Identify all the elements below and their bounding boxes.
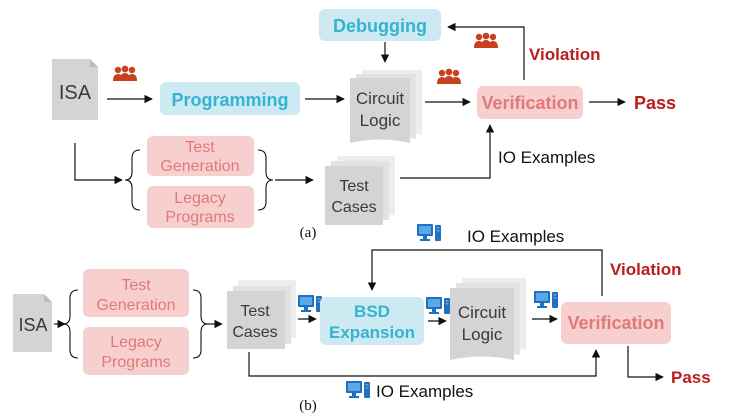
legacy-label-b-2: Programs bbox=[101, 354, 170, 371]
io-examples-top-label: IO Examples bbox=[467, 227, 564, 246]
arrow-isa-tests bbox=[74, 143, 123, 185]
verification-box-b bbox=[561, 302, 671, 344]
arrow-verification-pass-b bbox=[627, 346, 664, 382]
arrow-violation-bsd bbox=[367, 249, 603, 296]
violation-label-b: Violation bbox=[610, 260, 681, 279]
programming-box bbox=[160, 82, 300, 115]
test-cases-label-a-2: Cases bbox=[331, 199, 376, 216]
test-generation-label-b-1: Test bbox=[121, 277, 151, 294]
arrow-testcases-verification-a bbox=[400, 124, 495, 179]
violation-label-a: Violation bbox=[529, 45, 600, 64]
panel-a: ISA Programming Debugging Circuit Logic bbox=[52, 9, 676, 241]
test-cases-label-b-1: Test bbox=[240, 303, 270, 320]
isa-label-a: ISA bbox=[59, 82, 92, 104]
right-brace-b bbox=[192, 289, 209, 359]
test-cases-label-a-1: Test bbox=[339, 178, 369, 195]
test-generation-box-b bbox=[83, 269, 189, 317]
test-cases-stack-b: Test Cases bbox=[227, 280, 296, 349]
left-brace-b bbox=[62, 289, 79, 359]
computer-icon bbox=[346, 381, 370, 398]
test-generation-label-a-1: Test bbox=[185, 139, 215, 156]
panel-b: ISA Test Generation Legacy Programs Test… bbox=[13, 224, 711, 414]
debugging-box bbox=[319, 9, 441, 41]
isa-doc-b: ISA bbox=[13, 294, 52, 352]
verification-label-a: Verification bbox=[481, 93, 578, 113]
computer-icon bbox=[426, 297, 450, 314]
caption-b: (b) bbox=[299, 398, 317, 414]
legacy-programs-box-b bbox=[83, 327, 189, 375]
verification-label-b: Verification bbox=[567, 313, 664, 333]
debugging-label: Debugging bbox=[333, 16, 427, 36]
legacy-label-a-1: Legacy bbox=[174, 190, 226, 207]
bsd-label-2: Expansion bbox=[329, 323, 415, 342]
pass-label-a: Pass bbox=[634, 93, 676, 113]
right-brace-a bbox=[257, 149, 274, 211]
verification-box-a bbox=[477, 86, 583, 119]
left-brace-a bbox=[124, 149, 141, 211]
arrow-testcases-verification-b bbox=[248, 349, 601, 377]
circuit-label-b-1: Circuit bbox=[458, 303, 506, 322]
circuit-label-a-2: Logic bbox=[360, 111, 401, 130]
circuit-logic-stack-a: Circuit Logic bbox=[350, 70, 422, 143]
circuit-label-b-2: Logic bbox=[462, 325, 503, 344]
io-examples-bottom-label: IO Examples bbox=[376, 382, 473, 401]
human-team-icon bbox=[437, 68, 461, 84]
circuit-logic-stack-b: Circuit Logic bbox=[450, 278, 526, 360]
programming-label: Programming bbox=[171, 90, 288, 110]
circuit-label-a-1: Circuit bbox=[356, 89, 404, 108]
io-examples-label-a: IO Examples bbox=[498, 148, 595, 167]
pass-label-b: Pass bbox=[671, 368, 711, 387]
legacy-label-a-2: Programs bbox=[165, 209, 234, 226]
human-team-icon bbox=[474, 32, 498, 48]
computer-icon bbox=[417, 224, 441, 241]
test-generation-label-b-2: Generation bbox=[96, 297, 175, 314]
human-team-icon bbox=[113, 65, 137, 81]
test-cases-label-b-2: Cases bbox=[232, 324, 277, 341]
bsd-expansion-box bbox=[320, 297, 424, 345]
isa-label-b: ISA bbox=[18, 315, 47, 335]
test-generation-box-a bbox=[147, 136, 254, 176]
bsd-label-1: BSD bbox=[354, 302, 390, 321]
test-cases-stack-a: Test Cases bbox=[325, 156, 395, 225]
computer-icon bbox=[298, 295, 322, 312]
test-generation-label-a-2: Generation bbox=[160, 158, 239, 175]
isa-doc-a: ISA bbox=[52, 59, 98, 120]
caption-a: (a) bbox=[300, 225, 317, 241]
computer-icon bbox=[534, 291, 558, 308]
legacy-label-b-1: Legacy bbox=[110, 334, 162, 351]
arrow-violation-debugging bbox=[447, 22, 525, 80]
legacy-programs-box-a bbox=[147, 186, 254, 228]
